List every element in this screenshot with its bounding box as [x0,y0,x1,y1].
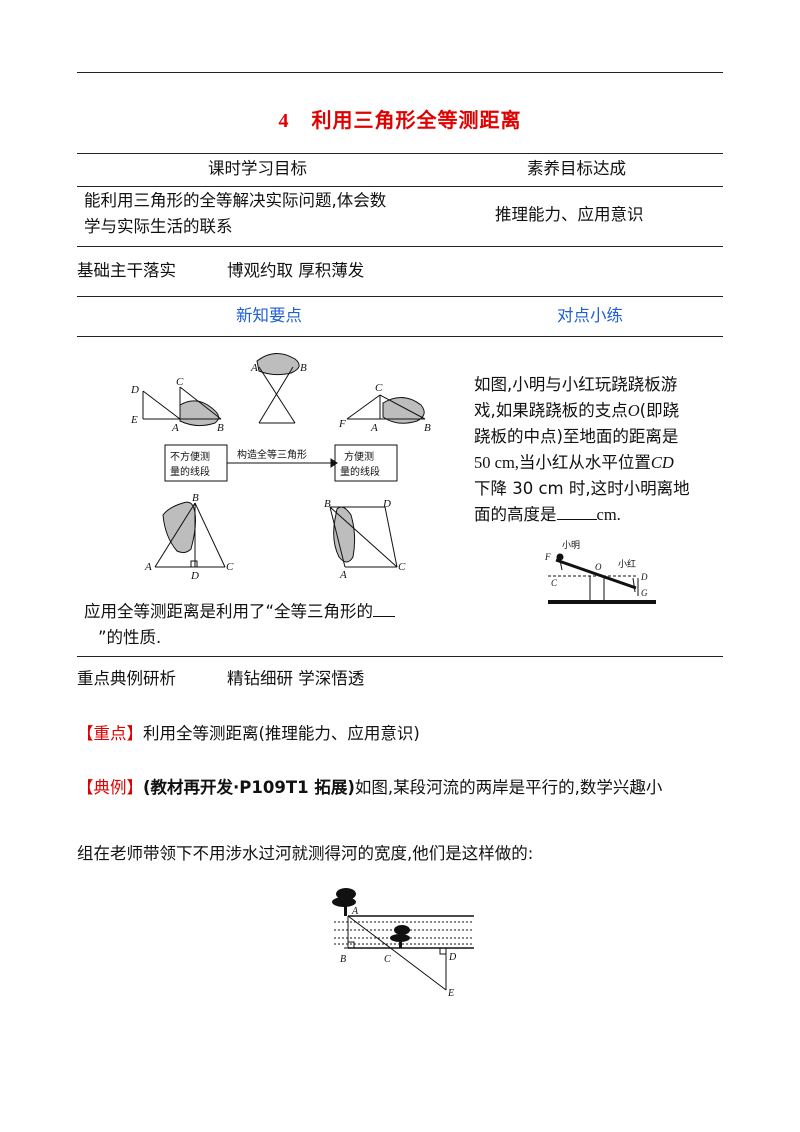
svg-text:A: A [370,422,378,434]
svg-text:A: A [171,422,179,434]
seesaw-figure: F C O D G 小明 小红 [544,540,656,604]
section1-rule [77,296,723,297]
label-xiaoming: 小明 [562,540,580,550]
svg-text:C: C [226,561,234,573]
svg-text:B: B [424,422,431,434]
arrow-label: 构造全等三角形 [237,448,307,461]
svg-text:D: D [448,952,457,963]
answer-blank-height[interactable] [556,505,597,520]
svg-text:C: C [398,561,406,573]
section-basics-motto: 博观约取 厚积薄发 [227,261,365,280]
figure-triangle-left [142,386,222,427]
keypoint-text: 利用全等测距离(推理能力、应用意识) [143,724,420,743]
figure-triangle-right [346,394,426,424]
example-tag: 【典例】 [77,778,143,797]
practice-line-1: 如图,小明与小红玩跷跷板游 [474,375,678,394]
table-header-goal: 课时学习目标 [208,159,307,178]
example-line-1: 【典例】(教材再开发·P109T1 拓展)如图,某段河流的两岸是平行的,数学兴趣… [77,775,662,801]
example-text-1: 如图,某段河流的两岸是平行的,数学兴趣小 [354,778,663,797]
var-o: O [627,401,640,420]
page-title: 4 利用三角形全等测距离 [0,104,800,133]
svg-text:A: A [144,561,152,573]
svg-text:D: D [130,384,139,396]
header-practice: 对点小练 [557,306,623,325]
svg-text:A: A [351,906,359,917]
example-line-2: 组在老师带领下不用涉水过河就测得河的宽度,他们是这样做的: [77,844,534,863]
svg-text:B: B [300,362,307,374]
goal-line-1: 能利用三角形的全等解决实际问题,体会数 [84,191,387,210]
box-left-line2: 量的线段 [170,465,210,478]
answer-blank-property[interactable] [373,602,396,617]
knowledge-text-1: 应用全等测距离是利用了“全等三角形的 [84,602,374,621]
river-diagram: A B C D E [332,888,474,999]
table-bottom-rule [77,246,723,247]
practice-line-3: 跷板的中点)至地面的距离是 [474,427,679,446]
knowledge-line-1: 应用全等测距离是利用了“全等三角形的 [84,599,396,625]
goal-line-2: 学与实际生活的联系 [84,217,233,236]
svg-text:B: B [217,422,224,434]
practice-line-5: 下降 30 cm 时,这时小明离地 [474,479,690,498]
tree-c-icon [390,925,410,948]
svg-text:B: B [324,498,331,510]
table-header-literacy: 素养目标达成 [527,159,626,178]
knowledge-line-2: ”的性质. [84,625,161,651]
practice-text-4: 50 cm,当小红从水平位置 [474,453,651,472]
svg-text:C: C [551,578,558,588]
svg-text:C: C [384,954,391,965]
header-rule [77,336,723,337]
figure-hourglass [256,353,300,424]
svg-text:A: A [250,362,258,374]
practice-line-4: 50 cm,当小红从水平位置CD [474,450,674,476]
practice-text-2b: (即跷 [639,401,680,420]
svg-text:D: D [640,572,648,582]
figure-leaning-triangle [154,501,226,568]
svg-text:A: A [339,569,347,579]
svg-text:F: F [338,418,346,430]
practice-line-6: 面的高度是 cm. [474,502,621,528]
knowledge-diagram: D E C A B A B C F A B B A D C B D A C 不方… [130,353,431,579]
svg-text:B: B [340,954,346,965]
box-right-line1: 方便测 [344,450,374,463]
title-text: 利用三角形全等测距离 [311,108,522,132]
table-mid-rule [77,186,723,187]
header-new-knowledge: 新知要点 [236,306,302,325]
table-top-rule [77,153,723,154]
svg-text:D: D [190,570,199,579]
practice-text-6b: cm. [596,505,621,524]
svg-text:C: C [176,376,184,388]
var-cd: CD [650,453,674,472]
box-left-line1: 不方便测 [170,450,210,463]
keypoint-line: 【重点】利用全等测距离(推理能力、应用意识) [77,721,420,747]
figure-parallelogram [329,506,398,568]
keypoint-tag: 【重点】 [77,724,143,743]
svg-text:D: D [382,498,391,510]
box-right-line2: 量的线段 [340,465,380,478]
svg-text:O: O [595,562,602,572]
top-rule [77,72,723,73]
tree-a-icon [332,888,356,916]
svg-text:G: G [641,588,648,598]
answer-blank-cont[interactable] [84,629,98,643]
svg-text:E: E [130,414,138,426]
section-examples-label: 重点典例研析 [77,669,176,688]
section-examples-motto: 精钻细研 学深悟透 [227,669,365,688]
svg-text:B: B [192,492,199,504]
example-source: (教材再开发·P109T1 拓展) [143,778,355,797]
practice-text-6a: 面的高度是 [474,505,557,524]
practice-text-2a: 戏,如果跷跷板的支点 [474,401,628,420]
practice-line-2: 戏,如果跷跷板的支点O(即跷 [474,398,679,424]
title-number: 4 [278,110,290,132]
literacy-value: 推理能力、应用意识 [495,205,644,224]
section-basics-label: 基础主干落实 [77,261,176,280]
svg-text:C: C [375,382,383,394]
knowledge-text-2: ”的性质. [98,628,162,647]
label-xiaohong: 小红 [618,558,636,569]
svg-text:E: E [447,988,454,999]
section1-bottom-rule [77,656,723,657]
svg-text:F: F [544,552,551,562]
